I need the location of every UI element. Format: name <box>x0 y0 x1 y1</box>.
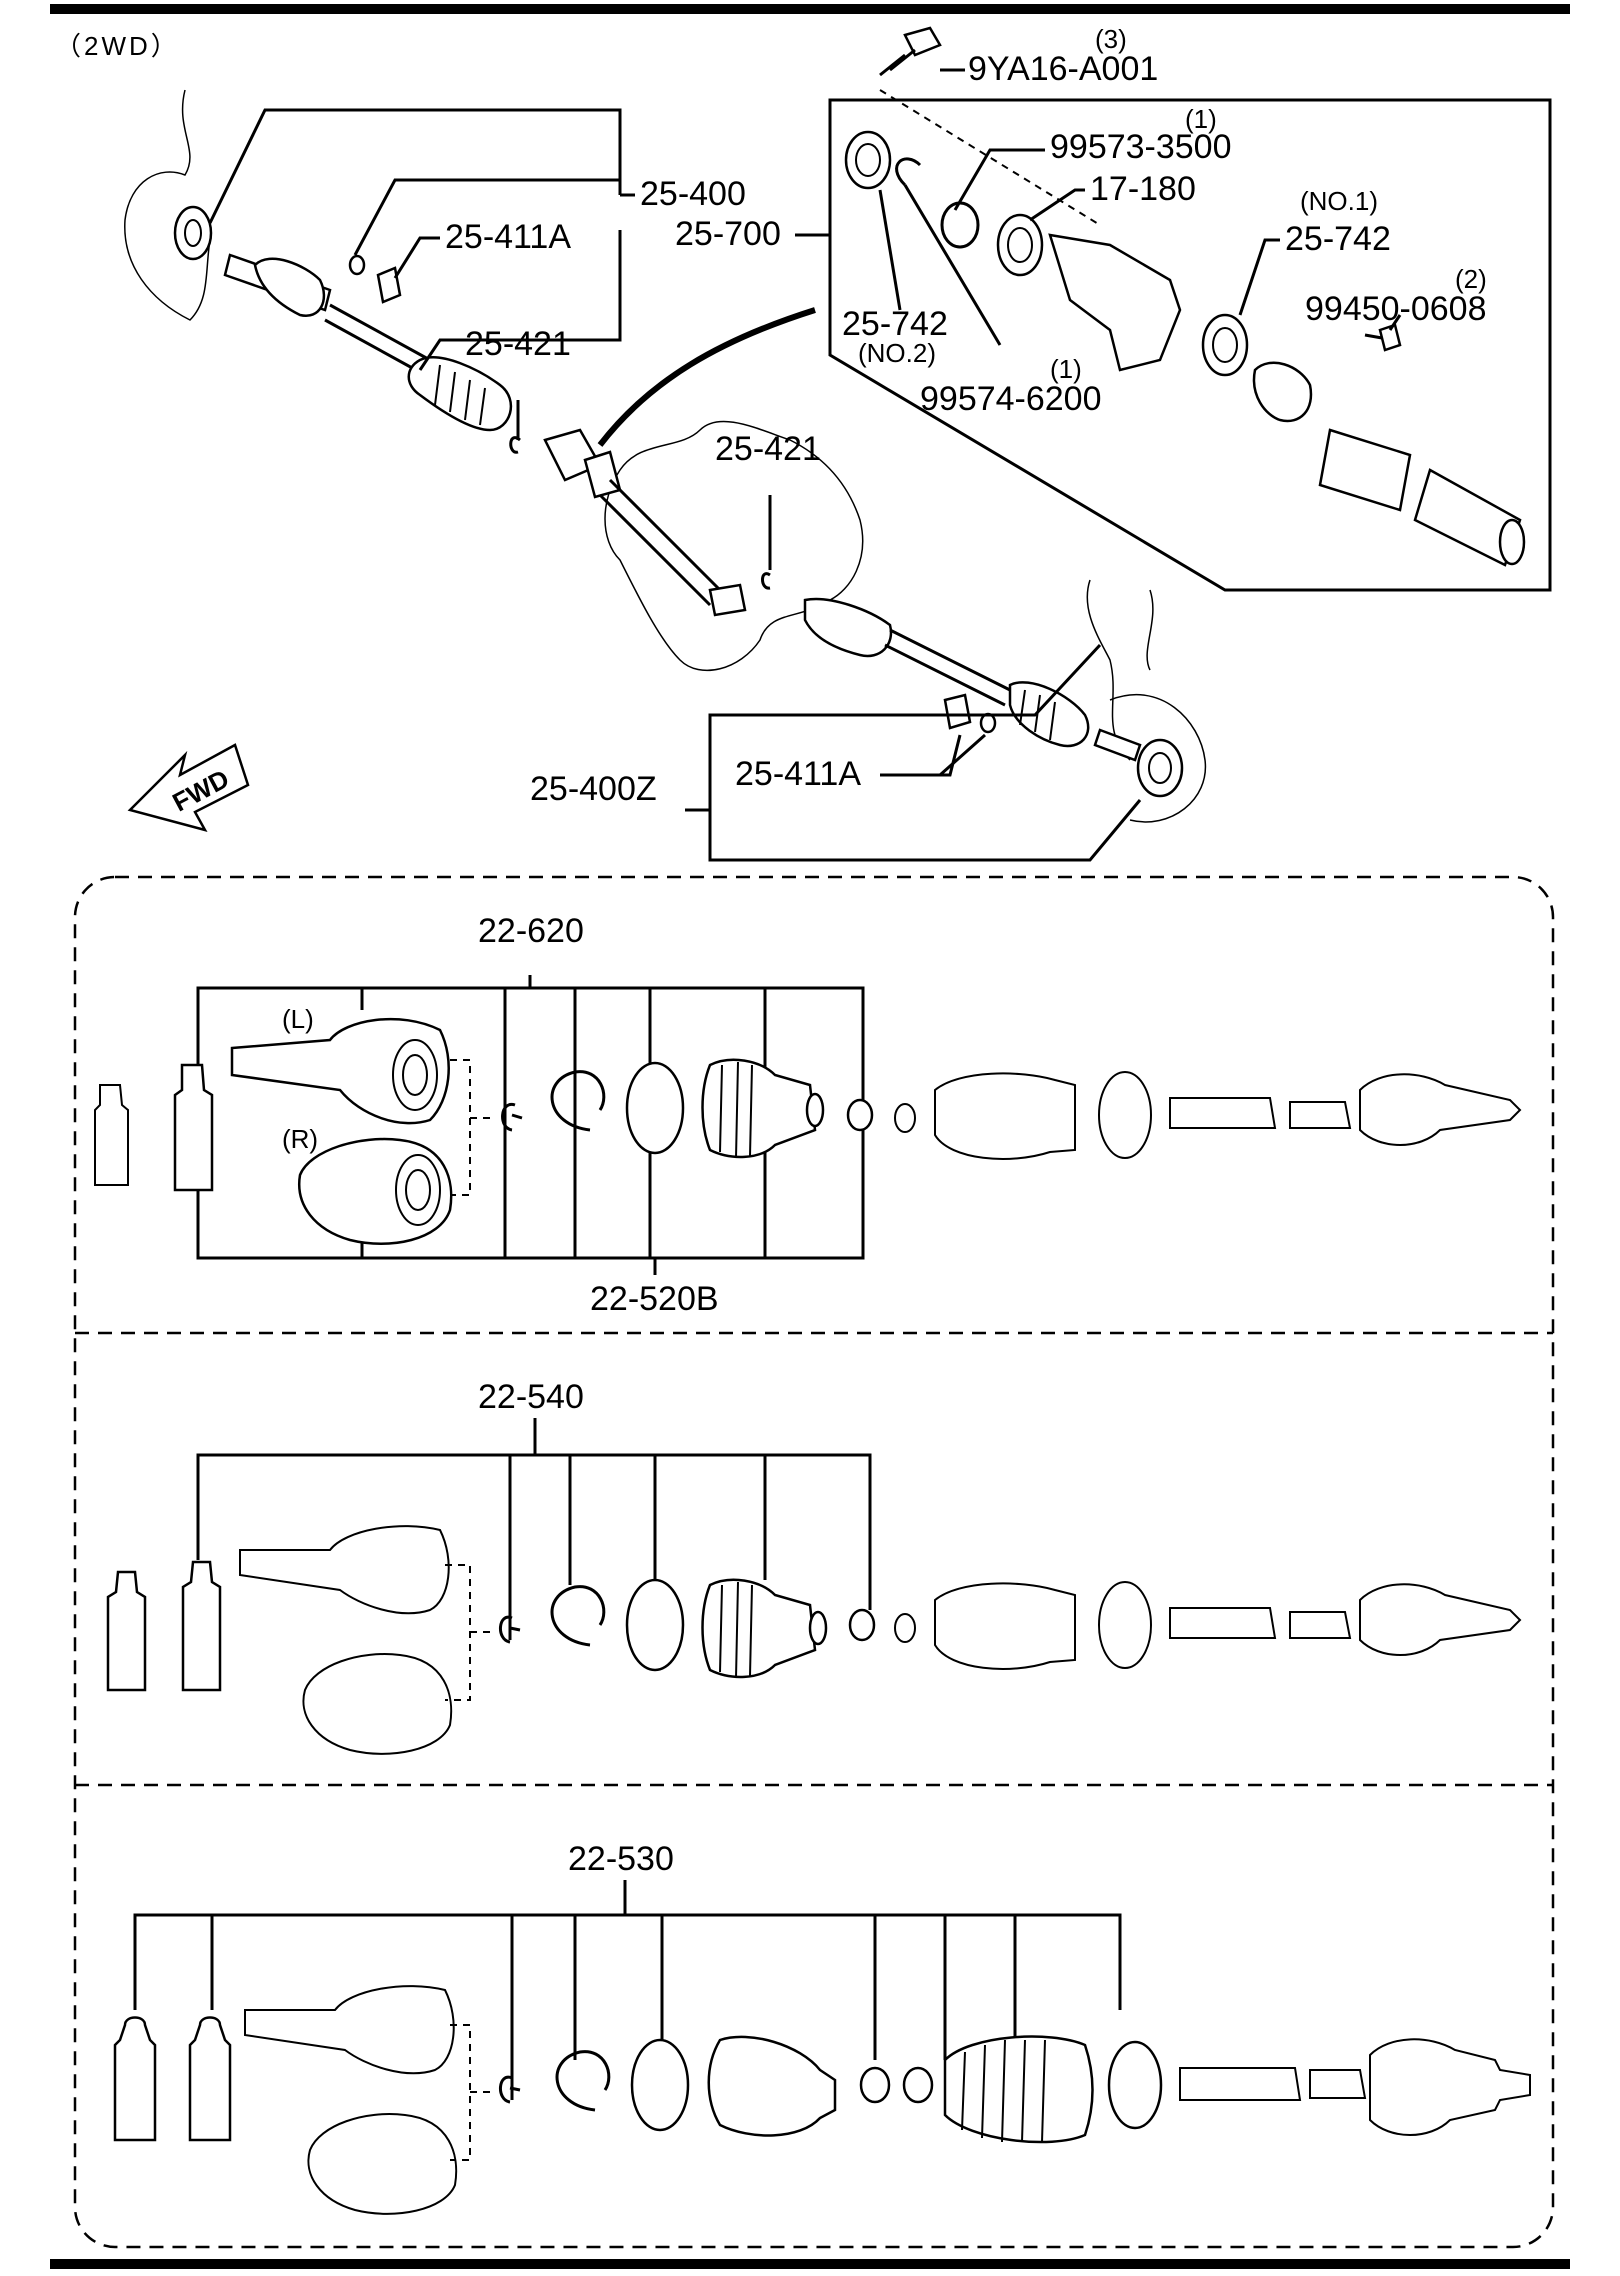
bearing <box>996 213 1044 277</box>
kit-bush-right <box>943 693 972 730</box>
label-seal-no2-tag: (NO.2) <box>858 338 936 368</box>
bearing-bracket <box>1048 233 1182 372</box>
right-driveshaft <box>803 597 1142 762</box>
panel1-left-tag: (L) <box>282 1004 314 1034</box>
snap-ring <box>940 201 980 249</box>
clip-center <box>761 572 771 590</box>
panel3-kit-label: 22-530 <box>568 1840 674 1878</box>
kit-ring-left <box>348 254 366 276</box>
label-bolt-small: 99450-0608 <box>1305 290 1487 328</box>
label-bolt: 9YA16-A001 <box>968 50 1158 88</box>
grease-tube-2b <box>181 1560 222 1692</box>
band-1 <box>625 1061 685 1155</box>
boot-1 <box>701 1058 817 1159</box>
circlip <box>501 1103 523 1132</box>
label-bolt-small-qty: (2) <box>1455 264 1487 294</box>
right-knuckle-outline <box>1086 579 1154 761</box>
boot-3-outer <box>943 2035 1094 2144</box>
panel1-right-tag: (R) <box>282 1124 318 1154</box>
grease-tube-ghost <box>94 1084 129 1186</box>
small-bolt <box>1378 323 1402 352</box>
label-clip-a: 25-421 <box>465 325 571 363</box>
panel2-kit-label: 22-540 <box>478 1378 584 1416</box>
panel-22-540: 22-540 <box>106 1378 1522 1755</box>
intermediate-shaft <box>543 428 747 617</box>
label-shaft-right: 25-400Z <box>530 770 657 808</box>
reference-shaft-1 <box>894 1071 1522 1160</box>
kit-panels-border <box>73 875 1555 2249</box>
top-assembly <box>124 26 1552 823</box>
label-shaft-left: 25-400 <box>640 175 746 213</box>
fwd-arrow: FWD <box>127 743 250 832</box>
snap-ring-2 <box>550 1585 606 1647</box>
clamp-3a <box>859 2066 891 2104</box>
band-3b <box>1107 2040 1163 2130</box>
reference-shaft-3 <box>1179 2038 1531 2136</box>
label-bearing: 17-180 <box>1090 170 1196 208</box>
label-seal-no1-tag: (NO.1) <box>1300 186 1378 216</box>
circlip-3 <box>499 2075 521 2104</box>
label-kit-left: 25-411A <box>445 218 571 256</box>
joint-right <box>297 1137 453 1245</box>
panel-22-620: 22-620 22-520B (L) (R) <box>94 912 1522 1318</box>
label-ring-inner: 99574-6200 <box>920 380 1102 418</box>
inner-snap-ring <box>895 157 922 187</box>
clamp-1 <box>846 1098 874 1132</box>
label-clip-b: 25-421 <box>715 430 821 468</box>
joint-2-bottom <box>302 1653 453 1755</box>
grease-tube-2a <box>106 1570 147 1692</box>
zoom-pointer <box>597 307 816 447</box>
clamp-2 <box>848 1608 876 1642</box>
band-2 <box>625 1578 685 1672</box>
label-kit-right: 25-411A <box>735 755 861 793</box>
panel-22-530: 22-530 <box>113 1840 1531 2215</box>
grease-tube-3b <box>188 2016 232 2142</box>
zoom-box <box>828 98 1552 592</box>
label-snap-ring-qty: (1) <box>1185 104 1217 134</box>
label-ring-inner-qty: (1) <box>1050 354 1082 384</box>
right-hub-outline <box>1109 694 1207 823</box>
stub-shaft <box>1318 428 1412 512</box>
label-bolt-qty: (3) <box>1095 24 1127 54</box>
label-joint-assy: 25-700 <box>675 215 781 253</box>
top-leaders <box>208 68 1402 862</box>
joint-left <box>230 1017 450 1125</box>
joint-2-top <box>239 1525 450 1615</box>
top-bolt <box>903 26 942 57</box>
seal-no2 <box>844 130 892 190</box>
left-hub-seal <box>173 205 213 261</box>
grease-tube <box>173 1063 214 1192</box>
zoom-box-dash <box>879 89 1101 226</box>
snap-ring-3 <box>555 2050 611 2112</box>
joint-3-top <box>244 1985 455 2075</box>
boot-3 <box>707 2035 837 2137</box>
band-3 <box>630 2038 690 2132</box>
grease-tube-3a <box>113 2016 157 2142</box>
left-driveshaft <box>223 253 512 432</box>
reference-shaft-2 <box>894 1581 1522 1670</box>
label-seal-no1: 25-742 <box>1285 220 1391 258</box>
joint-3-bottom <box>307 2113 458 2215</box>
boot-2 <box>701 1578 817 1679</box>
dust-deflector <box>1252 361 1313 423</box>
circlip-2 <box>499 1615 521 1644</box>
panel1-kit-label: 22-620 <box>478 912 584 950</box>
right-hub-seal <box>1136 738 1184 798</box>
kit-ring-right <box>979 712 997 734</box>
snap-ring-1 <box>550 1070 606 1132</box>
panel1-boot-kit-label: 22-520B <box>590 1280 719 1318</box>
transmission-outline <box>604 420 864 672</box>
variant-header: （2WD） <box>55 31 180 61</box>
seal-no1 <box>1201 313 1249 377</box>
clamp-3b <box>902 2066 934 2104</box>
label-seal-no2: 25-742 <box>842 305 948 343</box>
left-hub-outline <box>124 89 211 321</box>
label-snap-ring: 99573-3500 <box>1050 128 1232 166</box>
